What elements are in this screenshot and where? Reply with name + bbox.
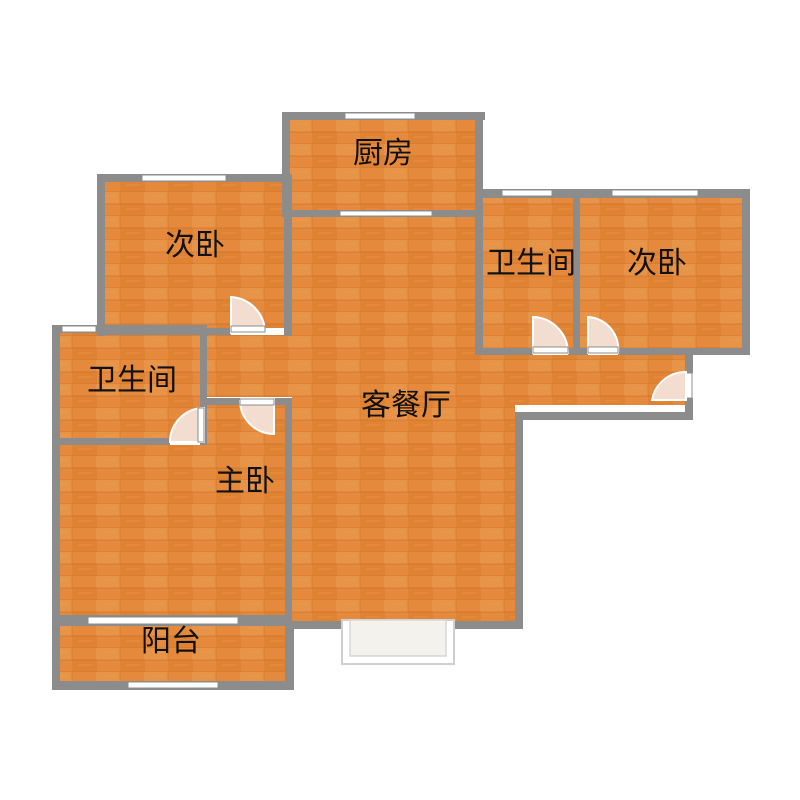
- window-bathroom-left: [61, 325, 97, 333]
- label-bathroom-left: 卫生间: [87, 363, 177, 398]
- label-kitchen: 厨房: [353, 136, 413, 171]
- label-balcony: 阳台: [141, 624, 201, 659]
- window-bathroom-top: [501, 189, 553, 197]
- wall: [742, 189, 750, 355]
- floor-bathroom-top: [483, 198, 573, 348]
- window-kitchen-living: [339, 210, 433, 217]
- wall: [475, 189, 483, 355]
- wall: [568, 348, 588, 355]
- window-bedroom-right: [611, 189, 699, 197]
- wall: [618, 348, 750, 355]
- label-bedroom-secondary-left: 次卧: [165, 228, 225, 263]
- label-master-bedroom: 主卧: [215, 464, 275, 499]
- wall: [52, 438, 170, 445]
- floor-master-bedroom: [60, 445, 285, 615]
- floor-bedroom-secondary-right: [580, 198, 743, 348]
- wall: [52, 325, 60, 690]
- label-bathroom-top: 卫生间: [486, 246, 576, 281]
- window-kitchen: [344, 112, 416, 120]
- floors: [58, 120, 743, 681]
- window-balcony: [127, 681, 219, 689]
- wall: [475, 112, 483, 217]
- wall: [52, 325, 207, 333]
- wall: [685, 398, 693, 420]
- floor-corridor: [205, 335, 315, 397]
- wall: [475, 348, 533, 355]
- door-master: [238, 400, 275, 436]
- wall: [515, 412, 523, 629]
- wall: [284, 174, 292, 336]
- floor-balcony: [58, 626, 288, 681]
- wall: [200, 398, 240, 405]
- wall: [97, 174, 105, 336]
- floor-kitchen: [290, 120, 475, 210]
- window-master-balcony: [87, 616, 239, 625]
- wall: [573, 189, 580, 355]
- label-bedroom-secondary-right: 次卧: [627, 246, 687, 281]
- wall: [288, 626, 294, 690]
- wall: [200, 333, 207, 398]
- bay-window: [341, 619, 455, 665]
- door-leaf: [230, 325, 266, 333]
- floor-living-dining: [292, 217, 478, 621]
- door-leaf: [532, 346, 569, 354]
- floor-living-lower: [478, 353, 515, 621]
- door-leaf: [239, 398, 275, 406]
- door-leaf: [197, 407, 205, 443]
- wall: [285, 398, 292, 688]
- door-hallway: [650, 370, 687, 401]
- wall: [515, 412, 693, 420]
- door-leaf: [587, 346, 619, 354]
- window-bedroom-left: [141, 174, 227, 182]
- wall: [275, 398, 292, 405]
- wall: [685, 355, 693, 373]
- label-living-dining: 客餐厅: [361, 388, 451, 423]
- door-bathroom-left: [168, 406, 205, 443]
- room-labels: 厨房 次卧 卫生间 次卧 卫生间 客餐厅 主卧 阳台: [87, 136, 687, 659]
- wall: [282, 112, 290, 217]
- bay-window-inner: [349, 619, 447, 657]
- floor-bedroom-secondary-left: [105, 182, 285, 328]
- door-leaves: [197, 325, 619, 443]
